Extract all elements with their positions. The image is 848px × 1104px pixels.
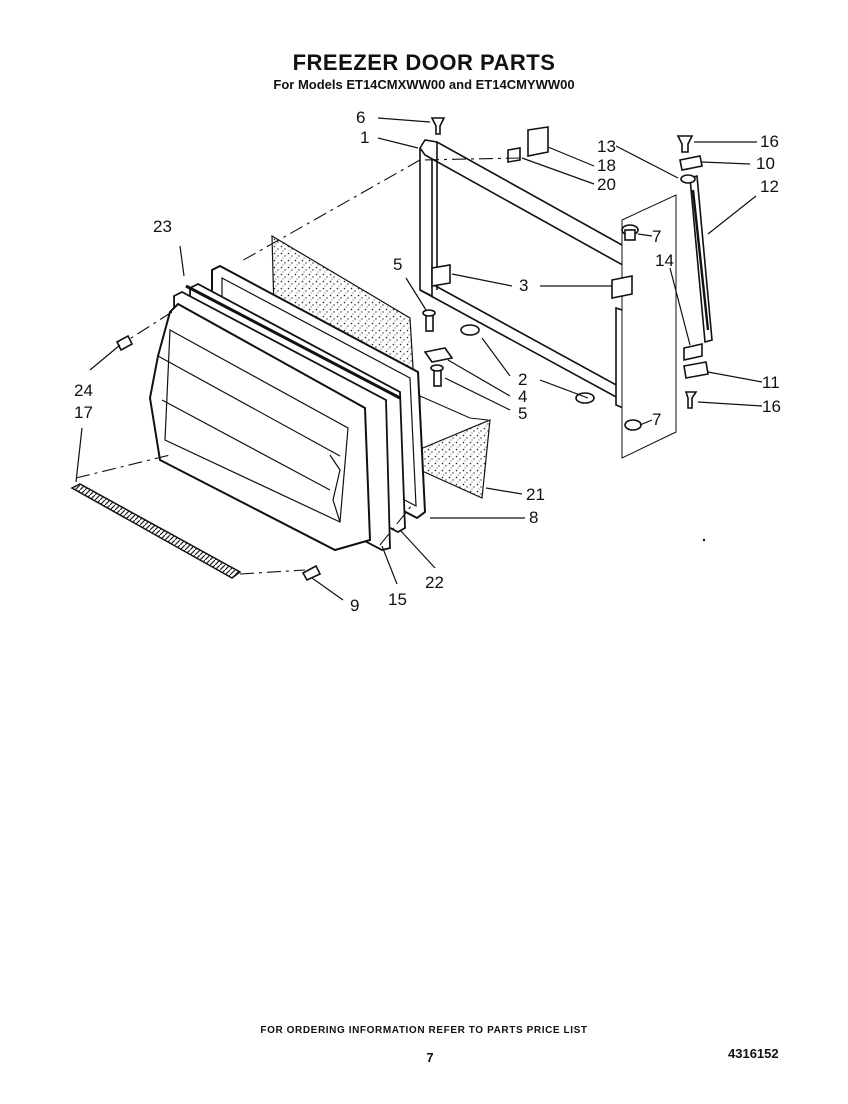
callout-3: 3	[519, 276, 528, 295]
callout-18: 18	[597, 156, 616, 175]
callout-11: 11	[762, 373, 780, 392]
door-liner	[148, 302, 372, 552]
door-trim-strip	[70, 483, 242, 579]
callout-9: 9	[350, 596, 359, 615]
callout-23: 23	[153, 217, 172, 236]
callout-8: 8	[529, 508, 538, 527]
models-subtitle: For Models ET14CMXWW00 and ET14CMYWW00	[273, 77, 575, 92]
center-lines	[75, 157, 521, 575]
callout-16-top: 16	[760, 132, 779, 151]
hardware	[115, 117, 709, 582]
callout-7-bottom: 7	[652, 410, 661, 429]
callout-1: 1	[360, 128, 369, 147]
callout-16-bottom: 16	[762, 397, 781, 416]
document-number: 4316152	[728, 1046, 779, 1061]
leader-lines	[75, 117, 763, 601]
ordering-note: FOR ORDERING INFORMATION REFER TO PARTS …	[260, 1025, 588, 1036]
callout-21: 21	[526, 485, 545, 504]
hinge-bar	[689, 174, 713, 344]
hinge-panel	[621, 194, 677, 459]
page-number: 7	[426, 1050, 434, 1065]
callout-4: 4	[518, 387, 527, 406]
callout-6: 6	[356, 108, 365, 127]
callout-7-top: 7	[652, 227, 661, 246]
callout-2: 2	[518, 370, 527, 389]
callout-13: 13	[597, 137, 616, 156]
callout-24: 24	[74, 381, 93, 400]
callout-14: 14	[655, 251, 674, 270]
callout-12: 12	[760, 177, 779, 196]
page-title: FREEZER DOOR PARTS	[292, 50, 556, 75]
callout-15: 15	[388, 590, 407, 609]
callout-labels: 6 1 13 18 20 16 10 12 7 23 5 3 14 2 4 5 …	[74, 108, 781, 615]
callout-10: 10	[756, 154, 775, 173]
callout-5-top: 5	[393, 255, 402, 274]
callout-20: 20	[597, 175, 616, 194]
callout-5-bottom: 5	[518, 404, 527, 423]
callout-22: 22	[425, 573, 444, 592]
callout-17: 17	[74, 403, 93, 422]
print-speck	[702, 538, 706, 542]
